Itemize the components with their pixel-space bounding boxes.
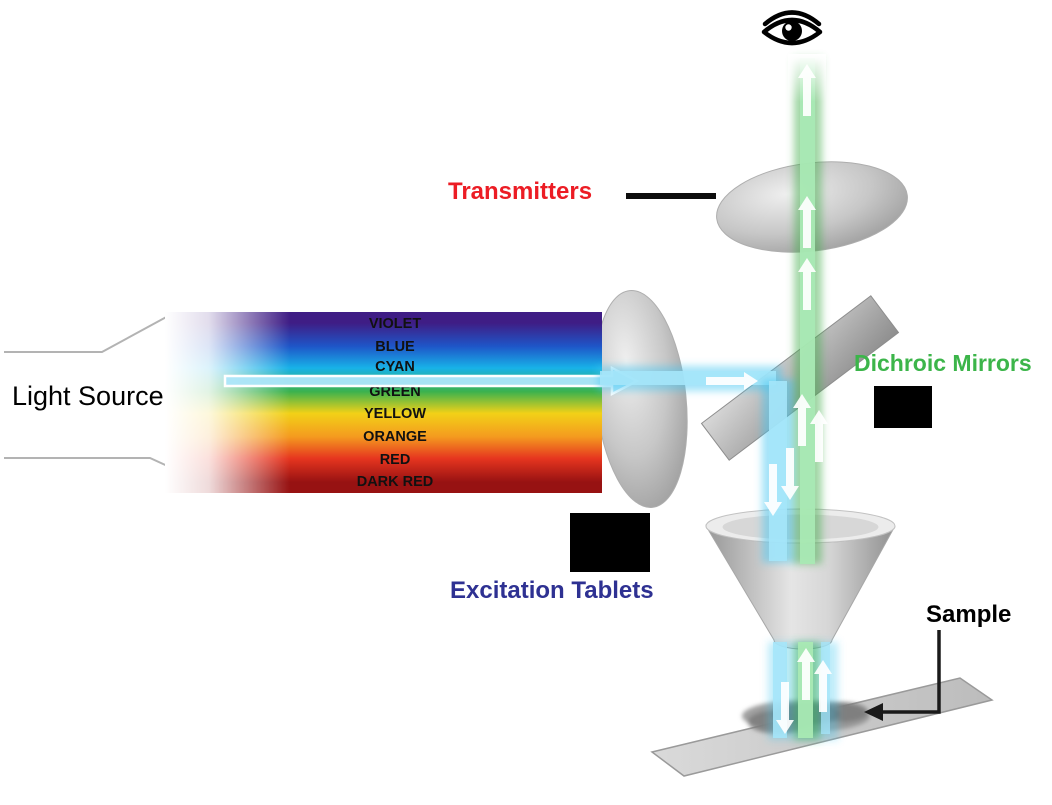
spectrum-band-label-cyan: CYAN xyxy=(375,359,415,375)
black-box-excitation xyxy=(570,513,650,572)
sample-pointer-line xyxy=(880,630,941,714)
spectrum-band-label-blue: BLUE xyxy=(375,339,415,355)
black-box-dichroic xyxy=(874,386,932,428)
sample-pointer xyxy=(864,630,941,721)
eye-icon xyxy=(761,10,823,46)
dichroic-mirrors-label: Dichroic Mirrors xyxy=(854,350,1032,376)
spectrum-band-label-red: RED xyxy=(380,452,411,468)
spectrum-band-label-dark-red: DARK RED xyxy=(357,474,434,490)
excitation-tablets-label: Excitation Tablets xyxy=(450,577,654,604)
transmitters-label: Transmitters xyxy=(448,178,592,205)
spectrum-left-fade xyxy=(165,312,290,493)
spectrum-band-label-orange: ORANGE xyxy=(363,429,427,445)
transmitters-pointer-line xyxy=(626,193,716,199)
spectrum-band-label-yellow: YELLOW xyxy=(364,406,426,422)
light-source-funnel-top xyxy=(4,314,171,353)
eye-pupil xyxy=(782,21,802,41)
eye-highlight xyxy=(785,24,792,31)
emission-beam-core xyxy=(800,58,815,564)
sample-label: Sample xyxy=(926,601,1011,628)
emission-beam xyxy=(794,58,822,564)
excitation-beam-vertical-core xyxy=(769,381,787,561)
spectrum-band-label-violet: VIOLET xyxy=(369,316,422,332)
sample-pointer-arrowhead xyxy=(864,703,883,721)
spectrum-block: VIOLET BLUE CYAN GREEN YELLOW ORANGE RED… xyxy=(165,312,640,493)
eye-brow-arc xyxy=(762,10,822,27)
spectrum-band-label-green: GREEN xyxy=(369,384,421,400)
light-source-label: Light Source xyxy=(12,381,164,411)
